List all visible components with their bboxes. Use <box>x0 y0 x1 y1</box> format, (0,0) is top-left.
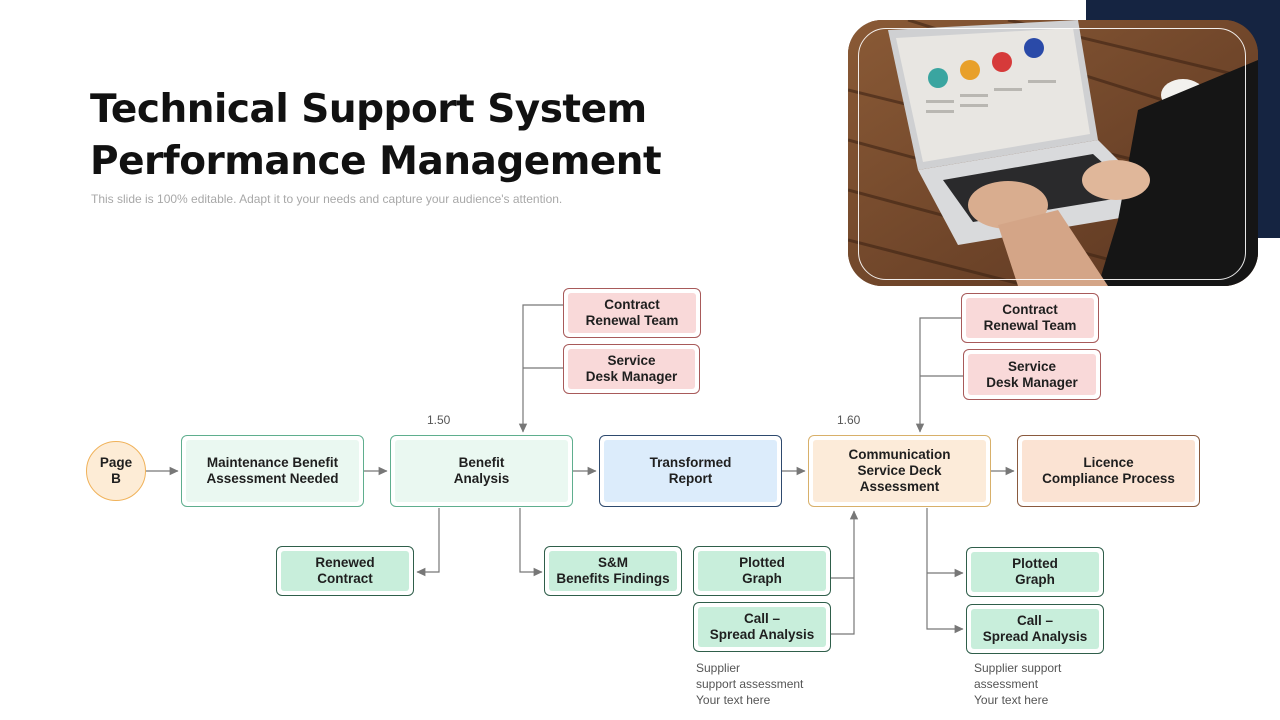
licence-compliance-node: Licence Compliance Process <box>1017 435 1200 507</box>
subtitle: This slide is 100% editable. Adapt it to… <box>91 192 563 206</box>
call-spread-analysis-node-right: Call – Spread Analysis <box>966 604 1104 654</box>
supplier-note-left: Supplier support assessment Your text he… <box>696 661 804 707</box>
service-desk-manager-node-right: Service Desk Manager <box>963 349 1101 400</box>
laptop-photo <box>848 20 1258 286</box>
title-line-2: Performance Management <box>90 139 662 184</box>
renewed-contract-node: Renewed Contract <box>276 546 414 596</box>
value-label-left: 1.50 <box>427 413 451 427</box>
communication-service-deck-node: Communication Service Deck Assessment <box>808 435 991 507</box>
maintenance-benefit-node: Maintenance Benefit Assessment Needed <box>181 435 364 507</box>
sm-benefits-findings-node: S&M Benefits Findings <box>544 546 682 596</box>
transformed-report-node: Transformed Report <box>599 435 782 507</box>
title-line-1: Technical Support System <box>90 87 647 132</box>
plotted-graph-node-left: Plotted Graph <box>693 546 831 596</box>
start-node-page-b: Page B <box>86 441 146 501</box>
page-title: Technical Support System Performance Man… <box>90 84 790 188</box>
contract-renewal-team-node-left: Contract Renewal Team <box>563 288 701 338</box>
plotted-graph-node-right: Plotted Graph <box>966 547 1104 597</box>
contract-renewal-team-node-right: Contract Renewal Team <box>961 293 1099 343</box>
photo-frame <box>858 28 1246 280</box>
call-spread-analysis-node-left: Call – Spread Analysis <box>693 602 831 652</box>
supplier-note-right: Supplier support assessment Your text he… <box>974 661 1062 707</box>
value-label-right: 1.60 <box>837 413 861 427</box>
service-desk-manager-node-left: Service Desk Manager <box>563 344 700 394</box>
benefit-analysis-node: Benefit Analysis <box>390 435 573 507</box>
